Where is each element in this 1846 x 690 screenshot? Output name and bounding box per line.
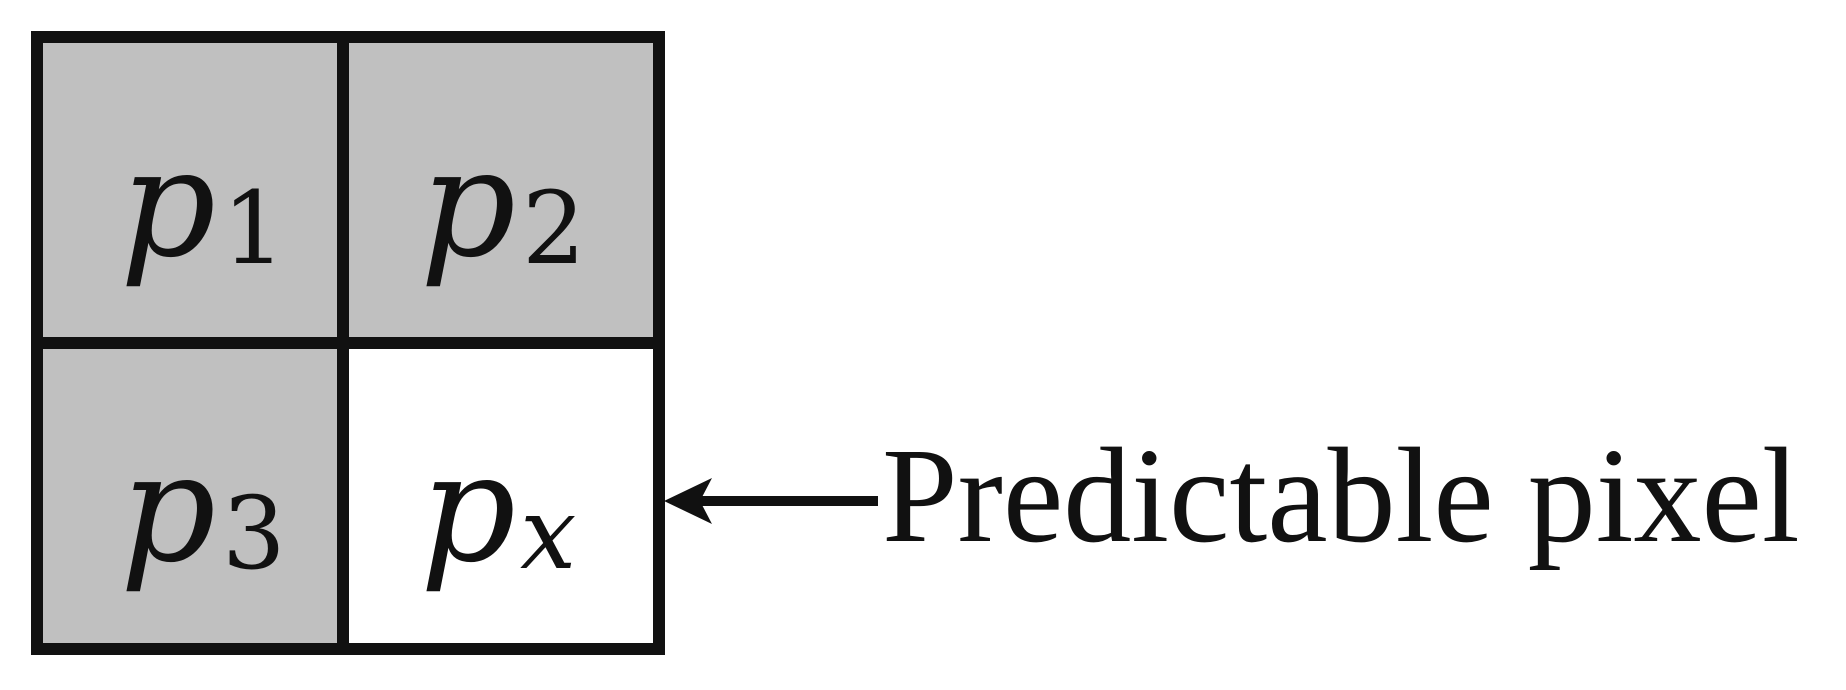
cell-p3-background: [40, 346, 340, 646]
cell-px-background: [346, 346, 656, 646]
cell-p2-background: [346, 40, 656, 340]
cell-p3-label: p3: [120, 422, 286, 596]
cell-px-label: px: [420, 422, 576, 596]
arrow-left-icon: [664, 478, 878, 524]
grid-frame: [31, 31, 665, 655]
cell-p2-label: p2: [420, 117, 586, 291]
predictable-pixel-label: Predictable pixel: [882, 421, 1800, 571]
cell-p1-background: [40, 40, 340, 340]
cell-p1-label: p1: [120, 117, 286, 291]
